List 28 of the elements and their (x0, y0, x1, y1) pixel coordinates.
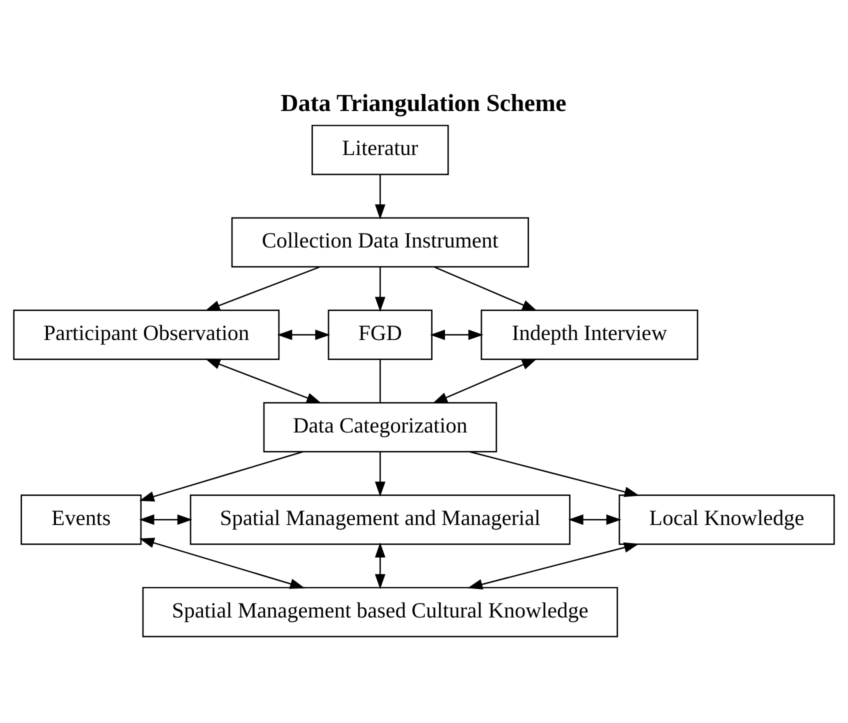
node-box: Indepth Interview (480, 309, 698, 360)
arrow (374, 542, 386, 589)
connector (379, 359, 381, 402)
arrow (434, 266, 538, 311)
node-box: Events (20, 494, 142, 544)
arrow (277, 329, 330, 340)
node-box: Spatial Management and Managerial (190, 494, 570, 544)
node-box: FGD (328, 309, 432, 360)
arrow (139, 450, 303, 502)
arrow (205, 358, 322, 403)
arrow (139, 514, 192, 524)
arrow (568, 514, 622, 524)
node-box: Data Categorization (263, 402, 498, 452)
arrow (204, 266, 320, 310)
arrow (470, 450, 640, 497)
arrow (139, 537, 306, 588)
node-box: Spatial Management based Cultural Knowledge (142, 586, 618, 637)
node-box: Participant Observation (13, 309, 280, 360)
arrow (430, 329, 484, 340)
arrow (374, 452, 386, 496)
arrow (374, 266, 386, 312)
diagram-title: Data Triangulation Scheme (280, 90, 566, 117)
arrow (468, 542, 640, 589)
node-box: Collection Data Instrument (231, 216, 529, 268)
node-box: Literatur (312, 124, 449, 175)
arrow (374, 174, 386, 219)
arrow (432, 358, 537, 403)
node-box: Local Knowledge (618, 494, 835, 544)
